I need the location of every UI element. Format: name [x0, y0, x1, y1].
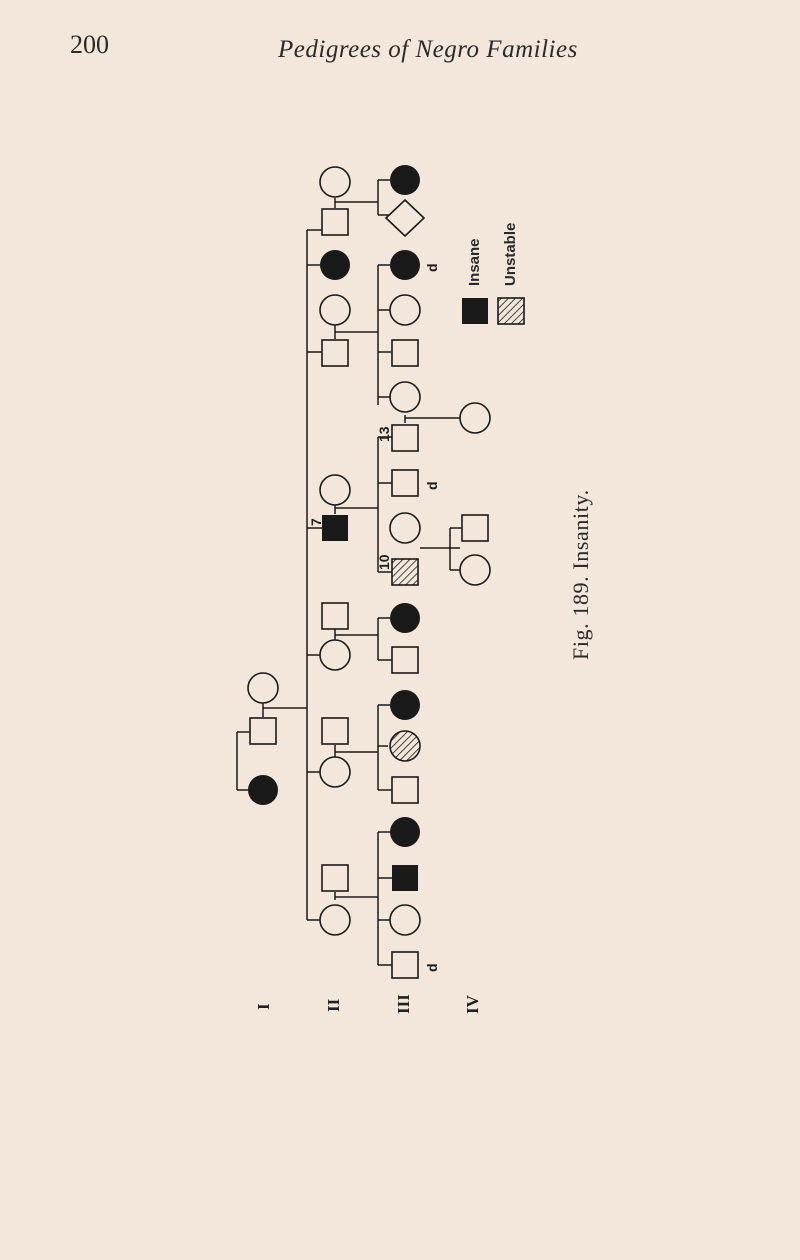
female-insane [390, 165, 420, 195]
female-insane [390, 690, 420, 720]
male-normal [321, 208, 349, 236]
legend-unstable-swatch [497, 297, 525, 325]
female-insane [390, 817, 420, 847]
male-normal [391, 424, 419, 452]
female-normal [459, 554, 491, 586]
generation-label-3: III [394, 994, 413, 1014]
male-normal [461, 514, 489, 542]
female-normal [319, 639, 351, 671]
page-number: 200 [70, 30, 109, 59]
generation-label-1: I [254, 1003, 273, 1010]
female-normal [459, 402, 491, 434]
figure-caption: Fig. 189. Insanity. [568, 489, 593, 660]
legend-insane-swatch [462, 298, 488, 324]
female-normal [319, 166, 351, 198]
female-unstable [389, 730, 421, 762]
female-insane [248, 775, 278, 805]
generation-label-2: II [324, 998, 343, 1012]
male-normal [391, 646, 419, 674]
female-normal [389, 381, 421, 413]
male-normal [321, 602, 349, 630]
male-normal [391, 951, 419, 979]
male-insane [392, 865, 418, 891]
generation-label-4: IV [463, 995, 482, 1014]
female-normal [319, 474, 351, 506]
female-normal [319, 294, 351, 326]
female-normal [247, 672, 279, 704]
legend-insane-label: Insane [466, 238, 483, 286]
male-normal [321, 717, 349, 745]
connector-lines [236, 179, 462, 966]
male-normal [391, 339, 419, 367]
running-head: Pedigrees of Negro Families [278, 36, 578, 63]
deceased-tag: d [424, 481, 440, 490]
male-normal [321, 864, 349, 892]
number-tag-10: 10 [376, 554, 392, 570]
deceased-tag: d [424, 963, 440, 972]
male-normal [249, 717, 277, 745]
sex-unknown-diamond [384, 198, 426, 238]
female-insane [390, 603, 420, 633]
female-insane [390, 250, 420, 280]
female-normal [319, 904, 351, 936]
female-normal [389, 904, 421, 936]
number-tag-7: 7 [308, 518, 324, 526]
male-unstable [391, 558, 419, 586]
deceased-tag: d [424, 263, 440, 272]
male-normal [391, 776, 419, 804]
male-normal [391, 469, 419, 497]
number-tag-13: 13 [376, 426, 392, 442]
male-normal [321, 339, 349, 367]
legend-unstable-label: Unstable [502, 222, 519, 286]
male-insane [322, 515, 348, 541]
female-normal [319, 756, 351, 788]
female-normal [389, 512, 421, 544]
female-normal [389, 294, 421, 326]
female-insane [320, 250, 350, 280]
